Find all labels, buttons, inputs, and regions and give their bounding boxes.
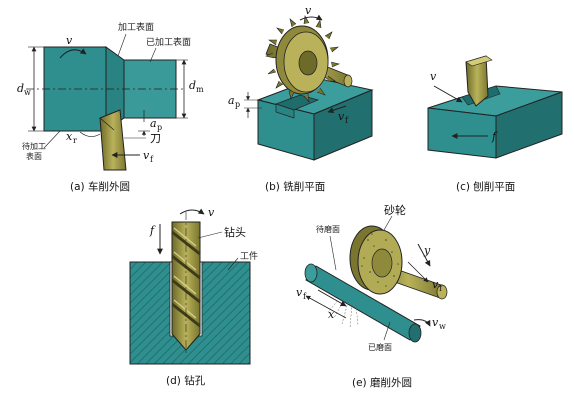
panel-d-drilling: f v 钻头 工件 (d) 钻孔	[129, 206, 258, 387]
svg-text:f: f	[345, 116, 349, 125]
caption-a: (a) 车削外圆	[70, 180, 130, 193]
label-drill: 钻头	[224, 225, 246, 239]
label-workpiece: 工件	[240, 250, 258, 262]
label-grinding-wheel: 砂轮	[384, 203, 406, 217]
svg-text:f: f	[439, 284, 443, 293]
symbol-y: y	[423, 244, 431, 257]
label-finished-surface: 已加工表面	[146, 36, 191, 48]
rotation-arrow	[59, 48, 87, 59]
milling-block-side	[313, 89, 373, 161]
wheel-feed-arrow	[417, 243, 431, 267]
symbol-vf-workpiece: v	[296, 286, 303, 299]
grinding-sparks	[327, 297, 359, 329]
svg-text:p: p	[157, 123, 162, 132]
panel-c-planing: v f (c) 刨削平面	[427, 55, 563, 193]
symbol-v: v	[305, 4, 312, 17]
symbol-vf-wheel: v	[432, 278, 439, 291]
feed-arrow	[327, 105, 347, 114]
svg-text:f: f	[150, 155, 154, 164]
symbol-v: v	[208, 206, 215, 219]
svg-text:r: r	[73, 136, 77, 145]
symbol-ap: a	[228, 94, 235, 107]
symbol-v: v	[66, 34, 73, 47]
svg-text:f: f	[303, 292, 307, 301]
planing-block-side	[495, 91, 563, 159]
milling-cutter	[265, 15, 340, 103]
svg-text:w: w	[439, 322, 446, 331]
workpiece-feed-arrow	[317, 289, 347, 307]
panel-e-grinding: y v f v f x v w 待磨面 砂轮 已磨面 (e) 磨削外圆	[296, 203, 448, 389]
svg-text:m: m	[196, 85, 204, 94]
svg-text:表面: 表面	[26, 151, 42, 161]
symbol-x: x	[328, 308, 335, 321]
planing-block-front	[427, 107, 497, 159]
label-machined-surface: 加工表面	[118, 21, 154, 33]
symbol-vf: v	[143, 149, 150, 162]
label-tool: 刀	[150, 132, 161, 145]
symbol-ap: a	[150, 117, 157, 130]
svg-text:p: p	[235, 100, 240, 109]
cutting-arrow	[433, 85, 463, 103]
symbol-vw: v	[432, 316, 439, 329]
drill-rotation-arrow	[179, 208, 205, 215]
symbol-xr: x	[66, 130, 73, 143]
caption-e: (e) 磨削外圆	[352, 376, 412, 389]
symbol-vf: v	[338, 110, 345, 123]
caption-b: (b) 铣削平面	[265, 180, 325, 193]
symbol-dw: d	[17, 82, 24, 95]
panel-b-milling: v a p v f (b) 铣削平面	[228, 4, 374, 193]
symbol-f: f	[149, 224, 156, 237]
symbol-v: v	[430, 70, 437, 83]
panel-a-turning: v d w d m a p v f x r 加工表面 已加工表面	[17, 21, 204, 193]
symbol-dm: d	[189, 79, 196, 92]
workpiece-rotation-arrow	[413, 319, 431, 327]
svg-text:w: w	[24, 88, 31, 97]
cutter-rotation-arrow	[299, 14, 323, 21]
grinding-wheel	[349, 225, 403, 295]
caption-c: (c) 刨削平面	[456, 180, 515, 193]
label-ground-surface: 已磨面	[368, 342, 392, 352]
label-unmachined-surface: 待加工	[22, 141, 46, 151]
label-surface-to-grind: 待磨面	[316, 224, 340, 234]
symbol-f: f	[491, 130, 498, 143]
caption-d: (d) 钻孔	[166, 374, 206, 387]
